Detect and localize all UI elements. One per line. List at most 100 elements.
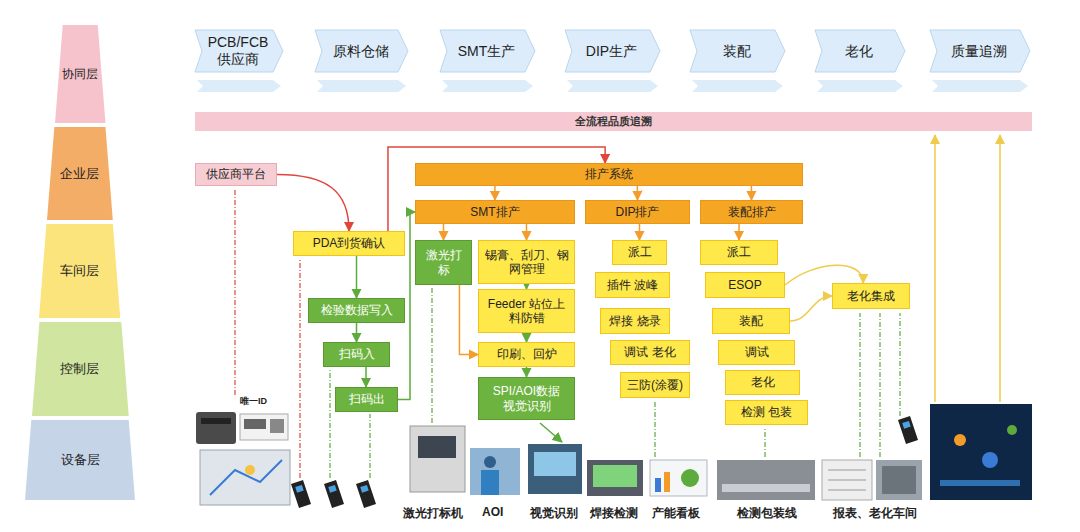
barcode	[244, 419, 266, 429]
connector-arrow	[637, 186, 639, 200]
node-text: 派工	[628, 245, 652, 259]
node-text: PDA到货确认	[313, 236, 386, 250]
layer-fill	[47, 127, 113, 220]
layer-fill	[32, 322, 129, 416]
screen	[200, 450, 290, 505]
connector-arrow	[356, 256, 358, 298]
process-box: ESOP	[705, 272, 785, 298]
node-text: 焊接 烧录	[609, 314, 660, 328]
process-box: 扫码出	[335, 387, 398, 412]
caption-label: 焊接检测	[590, 505, 638, 522]
process-box: 派工	[612, 240, 667, 265]
scanner	[291, 480, 311, 508]
scanner	[324, 480, 344, 508]
connector-arrow	[738, 224, 740, 240]
scanner-screen	[902, 421, 911, 429]
barcode	[270, 419, 284, 433]
node-text: 调试 老化	[624, 345, 675, 359]
node-text: DIP生产	[586, 43, 637, 60]
leader-lines	[235, 188, 900, 478]
node-text: 排产系统	[585, 167, 633, 181]
layer-band: 企业层	[47, 127, 113, 220]
aoi-photo	[470, 448, 520, 495]
layer-band: 车间层	[39, 224, 120, 318]
node-text: 质量追溯	[951, 43, 1007, 60]
chevron-strip	[692, 80, 783, 92]
caption-label: 报表、老化车间	[833, 505, 917, 522]
dashboard-dot	[982, 452, 998, 468]
node-text: 印刷、回炉	[497, 347, 557, 361]
chevron-strip	[932, 80, 1028, 92]
chart-bar	[664, 472, 670, 492]
process-box: 焊接 烧录	[600, 308, 670, 334]
caption-label: 唯一ID	[240, 395, 267, 408]
dashboard-dot	[954, 434, 966, 446]
connector-arrow	[526, 333, 528, 342]
aging-photo	[876, 460, 922, 500]
process-box: 调试	[718, 340, 795, 365]
process-box: 装配	[712, 308, 790, 334]
node-text: SPI/AOI数据视觉识别	[487, 384, 566, 413]
solder-photo	[587, 460, 643, 496]
chevron-strip	[817, 80, 903, 92]
chevron-strip	[197, 80, 281, 92]
caption-label: 检测包装线	[737, 505, 797, 522]
printer-body	[196, 412, 236, 444]
leader-line	[654, 402, 655, 457]
process-box: DIP排产	[585, 200, 690, 224]
process-chevron: 老化	[815, 30, 905, 72]
chevron-strip	[442, 80, 533, 92]
map-dot	[245, 465, 255, 475]
packing-line-photo	[717, 460, 815, 500]
leader-line	[859, 313, 860, 457]
leader-line	[899, 313, 900, 416]
process-chevron: PCB/FCB 供应商	[195, 30, 283, 72]
leader-line	[431, 288, 432, 423]
node-text: 扫码入	[339, 347, 375, 361]
connector-arrow	[443, 224, 445, 240]
caption-label: AOI	[482, 505, 503, 519]
caption-label: 产能看板	[652, 505, 700, 522]
connector-arrow	[356, 323, 358, 342]
process-box: 派工	[700, 240, 778, 265]
node-text: 派工	[727, 245, 751, 259]
process-chevron: 质量追溯	[930, 30, 1030, 72]
laser-window	[418, 436, 456, 458]
process-chevron: SMT生产	[440, 30, 535, 72]
operator-body	[481, 470, 499, 495]
layer-fill	[55, 25, 105, 123]
process-box: SPI/AOI数据视觉识别	[478, 377, 575, 420]
node-text: 供应商平台	[206, 167, 266, 181]
chevron-fill	[440, 30, 535, 72]
process-chevron: 装配	[690, 30, 785, 72]
node-text: 激光打标	[424, 248, 463, 277]
laser-marker-photo	[410, 426, 465, 492]
node-text: ESOP	[728, 278, 761, 292]
scanners	[291, 416, 918, 508]
connector-arrow	[388, 147, 605, 231]
trace-arrow	[999, 135, 1001, 402]
node-text: 老化	[845, 43, 873, 60]
chevron-fill	[315, 30, 408, 72]
vision-screen	[534, 452, 576, 476]
process-chevron: DIP生产	[565, 30, 660, 72]
node-text: 设备层	[61, 452, 100, 468]
chevron-fill	[930, 30, 1030, 72]
chevron-fill	[690, 30, 785, 72]
node-text: 车间层	[60, 263, 99, 279]
node-text: 企业层	[60, 166, 99, 182]
node-text: 锡膏、刮刀、钢网管理	[484, 248, 569, 277]
caption-label: 视觉识别	[530, 505, 578, 522]
scanner	[898, 416, 918, 444]
chevron-fill	[565, 30, 660, 72]
process-box: 三防(涂覆)	[620, 372, 690, 398]
aging-rack	[882, 466, 916, 494]
conveyor	[722, 484, 810, 492]
layer-fill	[39, 224, 120, 318]
process-chevron: 原料仓储	[315, 30, 408, 72]
connector-arrow	[494, 186, 496, 200]
node-text: SMT排产	[470, 205, 519, 219]
process-box: SMT排产	[415, 200, 575, 224]
process-box: 排产系统	[415, 163, 803, 186]
node-text: PCB/FCB 供应商	[205, 34, 271, 68]
